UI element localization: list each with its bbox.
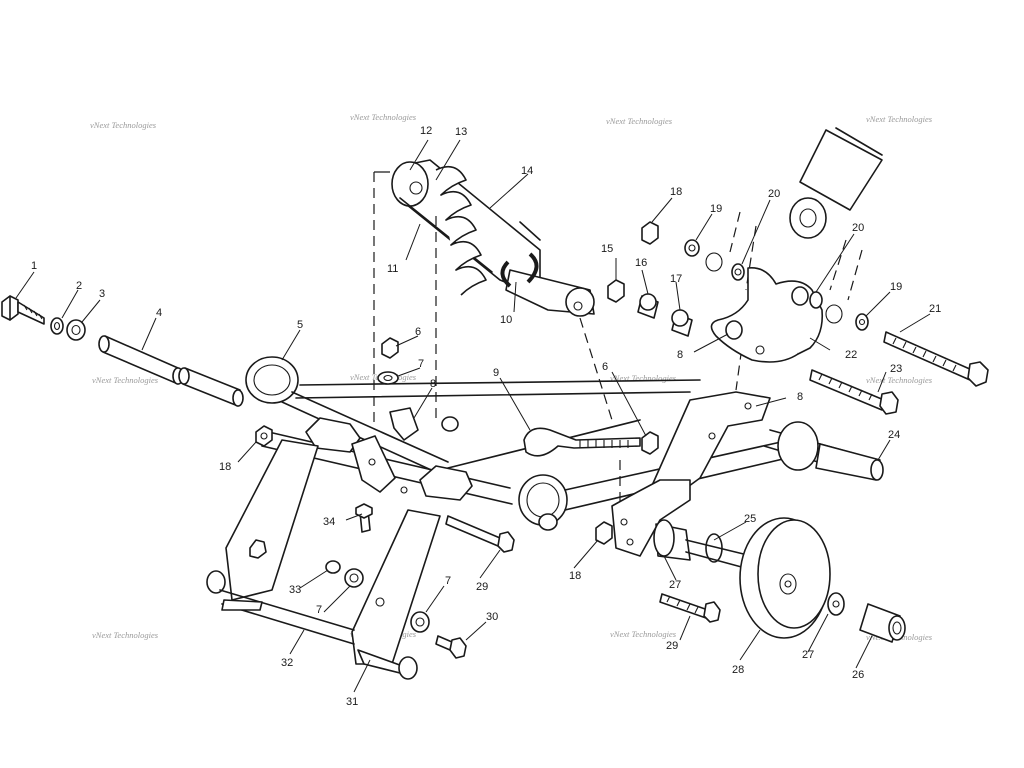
washer-19-upper	[684, 239, 700, 257]
bolt-9	[523, 427, 641, 457]
callout-label: 7	[445, 575, 451, 587]
watermark: vNext Technologies	[866, 375, 933, 385]
callout-label: 1	[31, 260, 37, 272]
callout-label: 13	[455, 126, 467, 138]
sleeve-26	[859, 603, 906, 643]
callout-label: 22	[845, 349, 857, 361]
upper-shock-eye	[789, 127, 883, 239]
callout-label: 32	[281, 657, 293, 669]
bushing-16	[637, 293, 659, 319]
nut-6-right	[641, 431, 659, 455]
callout-label: 6	[602, 361, 608, 373]
callout-label: 10	[500, 314, 512, 326]
callout-label: 18	[569, 570, 581, 582]
callout-label: 34	[323, 516, 335, 528]
nut-18-right	[595, 521, 613, 545]
watermark: vNext Technologies	[866, 114, 933, 124]
washer-27-right	[827, 592, 845, 616]
bolt-1	[1, 295, 45, 325]
washer-3	[66, 319, 86, 341]
bolt-29-left	[445, 515, 515, 553]
callout-label: 7	[316, 604, 322, 616]
callout-label: 21	[929, 303, 941, 315]
nut-18-left	[255, 425, 273, 447]
bolt-29-right	[659, 593, 721, 623]
callout-label: 8	[430, 378, 436, 390]
watermark: vNext Technologies	[606, 116, 673, 126]
wheel-28	[739, 517, 831, 639]
pivot-arm-32	[206, 439, 441, 680]
callout-label: 9	[493, 367, 499, 379]
callout-label: 19	[890, 281, 902, 293]
callout-label: 23	[890, 363, 902, 375]
callout-label: 3	[99, 288, 105, 300]
callout-label: 27	[669, 579, 681, 591]
bracket-8-left	[305, 407, 473, 501]
callout-label: 20	[852, 222, 864, 234]
callout-label: 8	[677, 349, 683, 361]
bushing-17	[671, 309, 693, 337]
watermark: vNext Technologies	[92, 630, 159, 640]
callout-label: 26	[852, 669, 864, 681]
callout-label: 6	[415, 326, 421, 338]
spacer-20	[705, 252, 745, 281]
callout-label: 14	[521, 165, 533, 177]
shock-absorber	[391, 159, 595, 317]
washer-2	[50, 317, 64, 335]
front-arm-5	[245, 356, 701, 475]
callout-label: 19	[710, 203, 722, 215]
bolt-21	[883, 331, 989, 387]
spacer-25-27	[653, 519, 761, 573]
rocker-22	[710, 267, 824, 363]
callout-label: 28	[732, 664, 744, 676]
leader-lines	[15, 139, 931, 693]
watermark: vNext Technologies	[610, 373, 677, 383]
callout-label: 31	[346, 696, 358, 708]
nut-18-upper	[641, 221, 659, 245]
callout-label: 24	[888, 429, 900, 441]
callout-label: 29	[476, 581, 488, 593]
callout-label: 20	[768, 188, 780, 200]
callout-label: 15	[601, 243, 613, 255]
callout-label: 29	[666, 640, 678, 652]
watermark: vNext Technologies	[610, 629, 677, 639]
callout-label: 11	[387, 263, 398, 275]
callout-labels: 1 2 3 4 5 6 6 7 7 7 8 8 8 9 10 11 12 13 …	[31, 125, 941, 708]
bolt-30	[410, 611, 467, 659]
watermark: vNext Technologies	[350, 112, 417, 122]
callout-label: 25	[744, 513, 756, 525]
callout-label: 18	[670, 186, 682, 198]
rear-bracket-8	[611, 391, 771, 557]
washer-19-right	[855, 313, 869, 331]
bolt-23	[809, 369, 899, 415]
callout-label: 16	[635, 257, 647, 269]
callout-label: 18	[219, 461, 231, 473]
axle-24	[763, 421, 884, 481]
watermark: vNext Technologies	[92, 375, 159, 385]
callout-label: 8	[797, 391, 803, 403]
sleeve-4	[98, 335, 244, 407]
callout-label: 7	[418, 358, 424, 370]
watermark: vNext Technologies	[90, 120, 157, 130]
callout-label: 12	[420, 125, 432, 137]
callout-label: 33	[289, 584, 301, 596]
callout-label: 4	[156, 307, 162, 319]
callout-label: 30	[486, 611, 498, 623]
callout-label: 2	[76, 280, 82, 292]
nut-15	[607, 279, 625, 303]
nut-6-washer-7	[377, 337, 399, 385]
callout-label: 27	[802, 649, 814, 661]
callout-label: 5	[297, 319, 303, 331]
callout-label: 17	[670, 273, 682, 285]
